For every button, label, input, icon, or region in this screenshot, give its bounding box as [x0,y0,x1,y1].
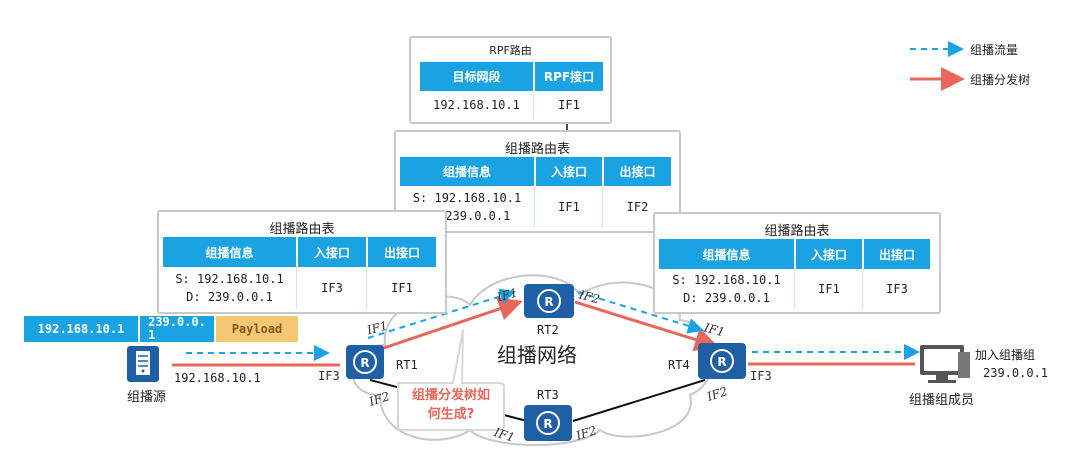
packet-payload: Payload [216,316,298,342]
packet-src: 192.168.10.1 [24,316,138,342]
flow-rt1-rt2 [367,288,516,339]
rt1-label: RT1 [396,358,418,372]
rt2-table-title: 组播路由表 [504,142,570,157]
rt2-header-in: 入接口 [536,157,602,186]
receiver-join: 加入组播组 [975,348,1036,362]
rpf-header-iface: RPF接口 [535,62,603,91]
rt4-header-info: 组播信息 [659,239,794,269]
tree-rt1-rt2 [371,297,523,354]
rt4-table-panel: 组播路由表 组播信息 入接口 出接口 S: 192.168.10.1 D: 23… [653,212,941,314]
rt2-header-info: 组播信息 [400,157,534,186]
router-rt3-icon: R [524,405,572,441]
rt1-header-info: 组播信息 [163,237,296,267]
link-rt3-rt4 [572,379,706,422]
rt2-label: RT2 [537,323,559,337]
source-ip: 192.168.10.1 [174,371,261,385]
rt4-table-title: 组播路由表 [764,224,830,239]
packet-dst: 239.0.0. 1 [140,316,214,342]
rpf-table-panel: RPF路由 目标网段 RPF接口 192.168.10.1 IF1 [409,36,612,124]
callout-bubble [397,329,505,431]
rt3-label: RT3 [537,388,559,402]
rt4-cell-in: IF1 [818,282,840,296]
rt1-cell-info: S: 192.168.10.1 D: 239.0.0.1 [175,272,284,304]
rt1-table-title: 组播路由表 [269,222,335,237]
rt4-header-in: 入接口 [796,239,862,269]
rt1-table-panel: 组播路由表 组播信息 入接口 出接口 S: 192.168.10.1 D: 23… [157,210,447,314]
rt1-header-in: 入接口 [298,237,366,267]
rpf-table-title: RPF路由 [489,44,532,57]
router-rt1-icon: R [346,345,384,379]
rt1-cell-out: IF1 [391,281,413,295]
rt1-header-out: 出接口 [368,237,436,267]
rt2-cell-out: IF2 [626,200,649,214]
tree-rt2-rt4 [574,300,719,352]
rt4-cell-out: IF3 [886,282,908,296]
rpf-cell-iface: IF1 [558,98,580,112]
svg-text:R: R [543,417,552,431]
rt1-if3-label: IF3 [318,369,340,383]
svg-text:R: R [544,295,553,309]
rt2-header-out: 出接口 [604,157,671,186]
computer-icon [920,345,970,383]
rt1-cell-in: IF3 [321,281,343,295]
rt4-header-out: 出接口 [864,239,930,269]
receiver-group: 239.0.0.1 [983,366,1049,380]
router-rt2-icon: R [524,284,574,318]
rt4-if3-label: IF3 [750,369,772,383]
rpf-cell-dest: 192.168.10.1 [433,98,520,112]
server-icon [127,346,159,382]
legend-tree-label: 组播分发树 [970,73,1031,87]
network-label: 组播网络 [497,343,577,367]
rpf-header-dest: 目标网段 [420,62,533,91]
source-label: 组播源 [127,390,167,405]
router-rt4-icon: R [698,343,746,379]
svg-text:R: R [717,355,726,369]
receiver-label: 组播组成员 [909,393,975,408]
rt4-label: RT4 [668,358,690,372]
rt4-cell-info: S: 192.168.10.1 D: 239.0.0.1 [672,273,781,305]
svg-text:R: R [360,356,369,370]
rt2-cell-in: IF1 [558,200,580,214]
legend-flow-label: 组播流量 [970,43,1019,57]
callout-text: 组播分发树如 何生成? [411,388,490,422]
